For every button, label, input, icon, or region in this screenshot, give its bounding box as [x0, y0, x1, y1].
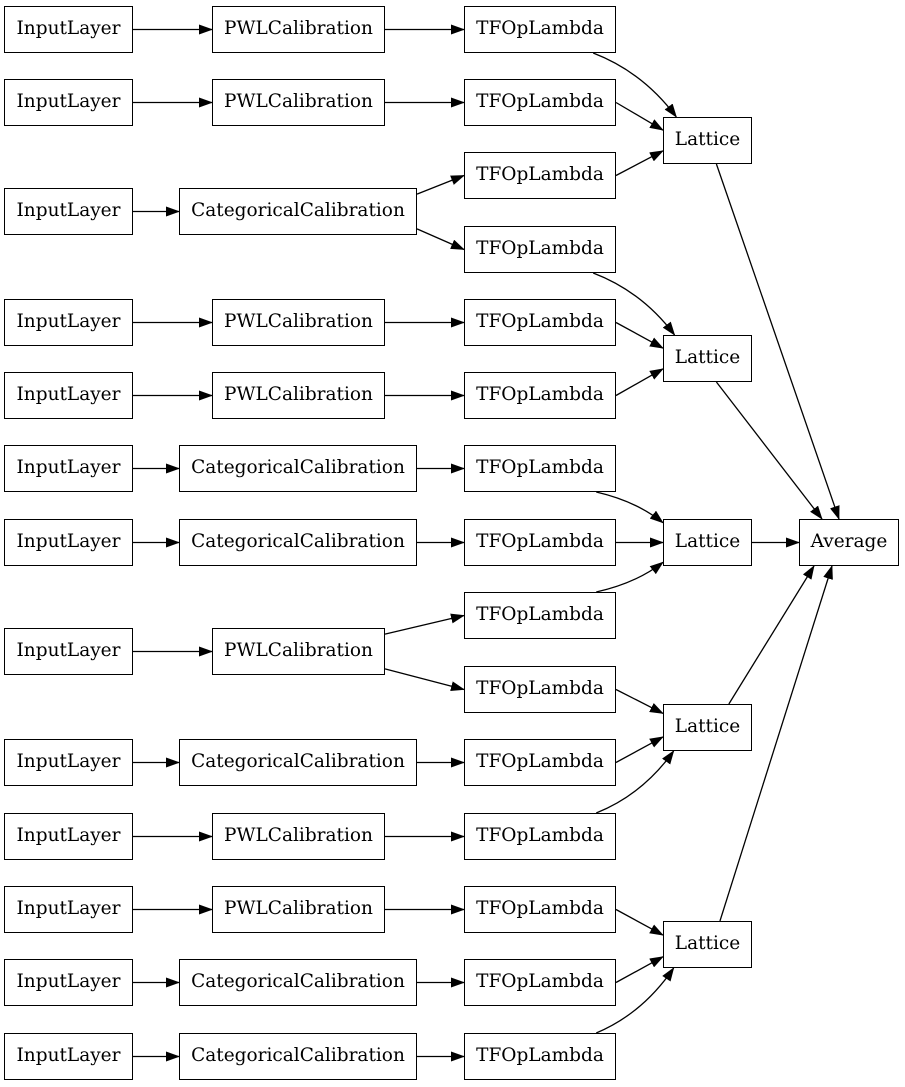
node-input12: InputLayer	[4, 959, 133, 1006]
edge-tfop9-to-lattice3	[596, 561, 664, 593]
node-tfop7: TFOpLambda	[464, 445, 616, 492]
node-pwl11: PWLCalibration	[212, 886, 385, 933]
edge-cat3-to-tfop4	[416, 228, 465, 251]
node-tfop5: TFOpLambda	[464, 299, 616, 346]
edge-tfop4-to-lattice2	[592, 272, 676, 336]
edge-tfop1-to-lattice1	[592, 52, 677, 118]
edge-tfop13-to-lattice5	[615, 908, 664, 936]
node-cat12: CategoricalCalibration	[179, 959, 417, 1006]
node-input13: InputLayer	[4, 1033, 133, 1080]
node-tfop15: TFOpLambda	[464, 1033, 616, 1080]
edge-lattice4-to-average	[728, 565, 815, 705]
node-tfop12: TFOpLambda	[464, 813, 616, 860]
node-cat7: CategoricalCalibration	[179, 519, 417, 566]
edge-lattice1-to-average	[715, 163, 840, 520]
edge-pwl8-to-tfop10	[384, 668, 465, 692]
node-pwl5: PWLCalibration	[212, 372, 385, 419]
node-pwl4: PWLCalibration	[212, 299, 385, 346]
node-pwl2: PWLCalibration	[212, 79, 385, 126]
edge-tfop7-to-lattice3	[596, 491, 664, 524]
node-lattice5: Lattice	[663, 921, 752, 968]
edge-tfop10-to-lattice4	[615, 688, 664, 714]
node-cat13: CategoricalCalibration	[179, 1033, 417, 1080]
node-pwl1: PWLCalibration	[212, 6, 385, 53]
node-input5: InputLayer	[4, 372, 133, 419]
node-input7: InputLayer	[4, 519, 133, 566]
node-lattice4: Lattice	[663, 704, 752, 751]
node-tfop3: TFOpLambda	[464, 152, 616, 199]
edge-tfop14-to-lattice5	[615, 956, 664, 984]
node-cat6: CategoricalCalibration	[179, 445, 417, 492]
node-input6: InputLayer	[4, 445, 133, 492]
edge-lattice2-to-average	[715, 381, 823, 520]
node-input8: InputLayer	[4, 628, 133, 675]
edge-tfop2-to-lattice1	[615, 101, 664, 131]
node-input4: InputLayer	[4, 299, 133, 346]
node-input3: InputLayer	[4, 188, 133, 235]
edge-pwl8-to-tfop9	[384, 613, 465, 635]
node-average: Average	[799, 519, 899, 566]
node-input11: InputLayer	[4, 886, 133, 933]
node-lattice1: Lattice	[663, 117, 752, 164]
node-input10: InputLayer	[4, 813, 133, 860]
node-cat3: CategoricalCalibration	[179, 188, 417, 235]
node-lattice2: Lattice	[663, 335, 752, 382]
edge-tfop6-to-lattice2	[615, 368, 664, 397]
edge-tfop3-to-lattice1	[615, 150, 664, 177]
edge-tfop5-to-lattice2	[615, 321, 664, 349]
edge-lattice5-to-average	[719, 565, 833, 922]
node-cat9: CategoricalCalibration	[179, 739, 417, 786]
node-pwl10: PWLCalibration	[212, 813, 385, 860]
node-tfop4: TFOpLambda	[464, 226, 616, 273]
node-input1: InputLayer	[4, 6, 133, 53]
node-tfop13: TFOpLambda	[464, 886, 616, 933]
node-tfop6: TFOpLambda	[464, 372, 616, 419]
node-tfop14: TFOpLambda	[464, 959, 616, 1006]
edge-tfop12-to-lattice4	[595, 750, 675, 814]
edge-tfop15-to-lattice5	[595, 967, 675, 1034]
node-lattice3: Lattice	[663, 519, 752, 566]
node-tfop9: TFOpLambda	[464, 592, 616, 639]
node-tfop1: TFOpLambda	[464, 6, 616, 53]
node-tfop11: TFOpLambda	[464, 739, 616, 786]
node-input2: InputLayer	[4, 79, 133, 126]
node-input9: InputLayer	[4, 739, 133, 786]
node-tfop2: TFOpLambda	[464, 79, 616, 126]
node-pwl8: PWLCalibration	[212, 628, 385, 675]
edge-cat3-to-tfop3	[416, 174, 465, 195]
edge-tfop11-to-lattice4	[615, 736, 664, 764]
node-tfop10: TFOpLambda	[464, 666, 616, 713]
node-tfop8: TFOpLambda	[464, 519, 616, 566]
